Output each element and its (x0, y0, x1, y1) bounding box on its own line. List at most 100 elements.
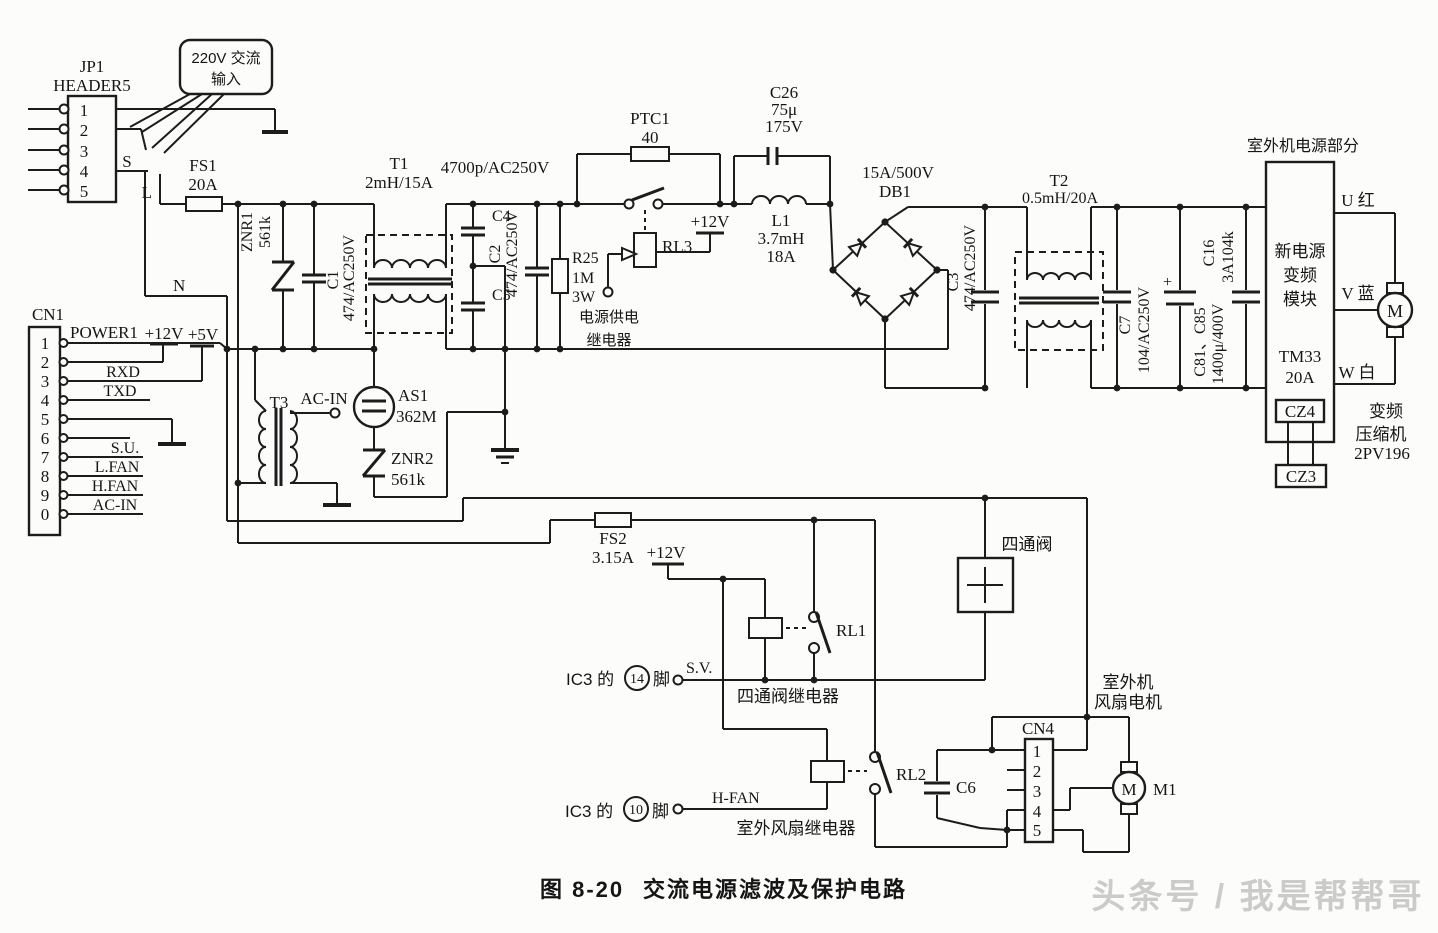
capacitor-c2: C2 474/AC250V (487, 204, 549, 349)
fs1-ref: FS1 (189, 156, 216, 175)
c8185-ref: C81、C85 (1192, 307, 1209, 376)
bridge-db1: 15A/500V DB1 (829, 163, 985, 389)
c16-ref: C16 (1201, 240, 1218, 267)
c1-value: 474/AC250V (341, 234, 358, 321)
fan-label2: 风扇电机 (1094, 693, 1162, 712)
figure-title: 交流电源滤波及保护电路 (643, 877, 907, 902)
ptc1-value: 40 (642, 128, 659, 147)
jp1-pins: 1 2 3 4 5 (28, 101, 89, 201)
capacitor-c26: C26 75μ 175V (733, 83, 831, 204)
relay-rl3-coil: +12V RL3 电源供电 继电器 (579, 212, 730, 349)
resistor-r25: R25 1M 3W (551, 204, 599, 349)
rl3-ref: RL3 (662, 237, 692, 256)
watermark: 头条号 / 我是帮帮哥 (1091, 878, 1424, 916)
jp1-type: HEADER5 (53, 76, 130, 95)
arrester-as1: AS1 362M (352, 349, 437, 450)
fan-label1: 室外机 (1103, 673, 1154, 692)
c5-ref: C5 (492, 287, 511, 304)
c1-ref: C1 (325, 271, 342, 290)
output-w: W 白 (1339, 363, 1376, 382)
relay-rl3-contact (623, 186, 752, 232)
c4-ref: C4 (492, 208, 511, 225)
capacitor-c16: C16 3A104k (1201, 207, 1260, 388)
cn1-pins: 1 2 3 4 5 6 7 8 9 0 (41, 334, 69, 524)
output-u: U 红 (1341, 191, 1375, 210)
cn1-pin: 3 (41, 372, 50, 391)
valve-relay-label: 四通阀继电器 (737, 687, 839, 706)
fuse-fs2: FS2 3.15A (592, 512, 875, 567)
valve-label: 四通阀 (1002, 535, 1053, 554)
cn1-pin: 1 (41, 334, 50, 353)
rl3-12v: +12V (691, 212, 731, 231)
plus12-bottom: +12V (647, 543, 765, 729)
hfan-signal: H-FAN IC3 的 10 脚 室外风扇继电器 (565, 790, 856, 838)
cn1-ref: CN1 (32, 305, 64, 324)
compressor-l1: 变频 (1369, 402, 1403, 421)
sv-label: S.V. (686, 660, 712, 677)
t2-value: 0.5mH/20A (1022, 190, 1098, 207)
znr2-value: 561k (391, 470, 426, 489)
cn1-hfan-label: H.FAN (92, 478, 139, 495)
t1-value: 2mH/15A (365, 173, 434, 192)
c6-ref: C6 (956, 778, 976, 797)
cn1-su-label: S.U. (111, 440, 139, 457)
as1-value: 362M (396, 407, 437, 426)
cn1-acin-label: AC-IN (93, 497, 138, 514)
as1-ref: AS1 (398, 386, 428, 405)
t3-ref: T3 (270, 393, 289, 412)
c7-ref: C7 (1117, 316, 1134, 335)
t3-acin-label: AC-IN (300, 389, 347, 408)
fan-motor-m1: 室外机 风扇电机 M M1 (1094, 673, 1177, 815)
callout-pointer-lines (129, 93, 225, 154)
figure-caption: 图 8-20 交流电源滤波及保护电路 (540, 877, 907, 902)
ic14-pin: 14 (630, 672, 644, 687)
compressor-outputs: U 红 V 蓝 W 白 M 变频 压缩机 2PV196 (1334, 191, 1414, 463)
jp1-ref: JP1 (80, 57, 105, 76)
jp1-pin-label: 5 (80, 182, 89, 201)
capacitor-c3: C3 474/AC250V (908, 206, 1027, 388)
rl1-ref: RL1 (836, 621, 866, 640)
cn4-pin: 2 (1033, 762, 1042, 781)
fan-motor-m: M (1121, 780, 1136, 799)
fs2-value: 3.15A (592, 548, 635, 567)
ic10-prefix: IC3 的 (565, 802, 613, 821)
ptc1-bypass: PTC1 40 (576, 109, 721, 204)
fs1-value: 20A (188, 175, 218, 194)
l1-v1: 3.7mH (758, 229, 805, 248)
cn1-power-label: POWER1 (70, 323, 138, 342)
relay-rl2: RL2 (672, 520, 1008, 848)
varistor-znr2: ZNR2 561k (361, 411, 505, 498)
ic14-suffix: 脚 (653, 670, 670, 689)
cn1-pin: 2 (41, 353, 50, 372)
rl2-ref: RL2 (896, 765, 926, 784)
cn1-pin: 8 (41, 467, 50, 486)
c26-ref: C26 (770, 83, 798, 102)
relay-rl1: RL1 (748, 520, 866, 680)
sv-signal: S.V. IC3 的 14 脚 四通阀继电器 (566, 660, 985, 706)
cn4-ref: CN4 (1022, 719, 1055, 738)
c8185-value: 1400μ/400V (1210, 303, 1227, 384)
cn4-pin: 4 (1033, 802, 1042, 821)
figure-number: 图 8-20 (540, 877, 624, 902)
db1-ref: DB1 (879, 182, 911, 201)
c3-ref: C3 (945, 273, 962, 292)
ac-input-callout: 220V 交流 输入 (129, 38, 274, 154)
cn1-pin: 0 (41, 505, 50, 524)
earth-ground-mid (491, 266, 519, 464)
ptc1-ref: PTC1 (630, 109, 670, 128)
rl3-label1: 电源供电 (579, 309, 639, 326)
cn1-txd-label: TXD (104, 383, 137, 400)
c3-value: 474/AC250V (962, 224, 979, 311)
cn1-pin: 6 (41, 429, 50, 448)
r25-v1: 1M (572, 270, 594, 287)
hfan-label: H-FAN (712, 790, 760, 807)
label-s: S (122, 152, 131, 171)
c26-v2: 175V (765, 117, 804, 136)
module-section-label: 室外机电源部分 (1247, 137, 1359, 155)
compressor-motor-m: M (1387, 301, 1403, 321)
jp1-pin-label: 1 (80, 101, 89, 120)
t2-ref: T2 (1050, 171, 1069, 190)
fs2-ref: FS2 (599, 529, 626, 548)
